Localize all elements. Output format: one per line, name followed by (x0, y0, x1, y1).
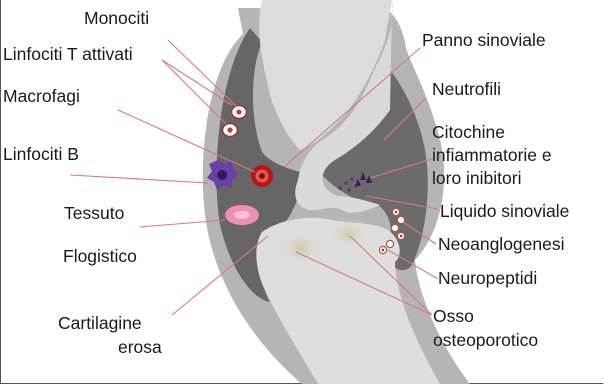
label-panno-sinoviale: Panno sinoviale (422, 30, 546, 50)
label-neutrofili: Neutrofili (432, 79, 501, 99)
inflammatory-tissue-blob (225, 205, 259, 225)
leader-linfociti-b (70, 175, 208, 183)
label-citochine-2: infiammatorie e (432, 145, 552, 165)
label-tessuto-flogistico-1: Tessuto (64, 203, 124, 223)
monocyte-cell (232, 106, 247, 119)
label-cartilagine-erosa-1: Cartilagine (58, 313, 142, 333)
label-citochine-3: loro inibitori (432, 168, 521, 188)
t-lymphocyte-cell (223, 124, 238, 137)
label-macrofagi: Macrofagi (3, 86, 80, 106)
label-osso-osteoporotico-1: Osso (433, 306, 474, 326)
label-linfociti-b: Linfociti B (3, 144, 79, 164)
osteoporotic-spot-right (324, 216, 372, 252)
label-osso-osteoporotico-2: osteoporotico (433, 330, 538, 350)
b-lymphocyte-cell (251, 165, 273, 187)
label-cartilagine-erosa-2: erosa (118, 337, 162, 357)
label-monociti: Monociti (84, 8, 149, 28)
label-neoangiogenesi: Neoanglogenesi (438, 234, 565, 254)
label-liquido-sinoviale: Liquido sinoviale (440, 201, 569, 221)
label-citochine-1: Citochine (432, 122, 505, 142)
label-linfociti-t-attivati: Linfociti T attivati (3, 44, 133, 64)
label-tessuto-flogistico-2: Flogistico (63, 246, 137, 266)
label-neuropeptidi: Neuropeptidi (438, 268, 537, 288)
